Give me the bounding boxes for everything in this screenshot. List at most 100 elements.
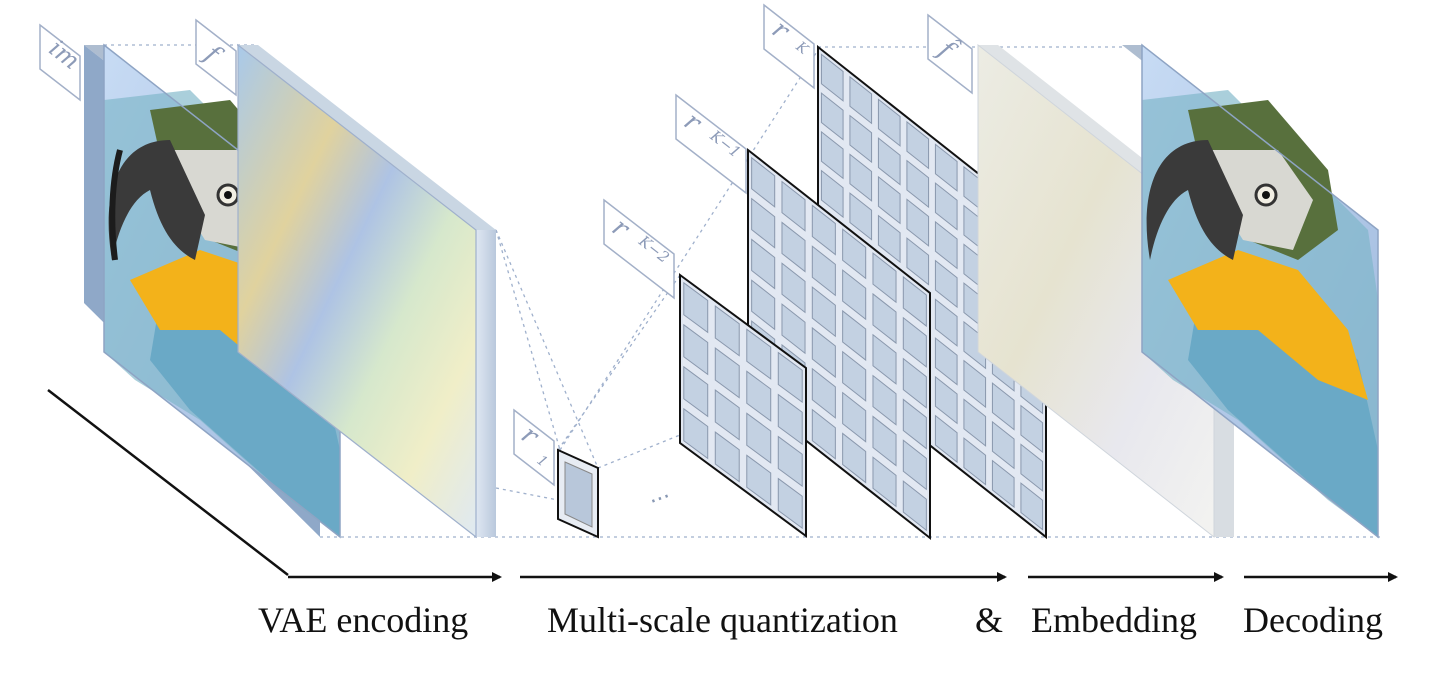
token-cell (746, 328, 772, 380)
token-cell (714, 347, 740, 399)
tag-r1: r 1 (513, 408, 555, 487)
token-cell (842, 432, 867, 484)
token-cell (811, 326, 836, 379)
token-cell (751, 197, 776, 249)
stage-vae-label: VAE encoding (258, 600, 468, 640)
token-cell (963, 359, 987, 409)
token-cell (872, 292, 897, 345)
token-cell (906, 159, 930, 209)
token-cell (714, 305, 740, 357)
token-cell (746, 370, 772, 422)
tag-rk: r K (763, 3, 815, 90)
token-cell (934, 414, 958, 464)
token-cell (842, 228, 867, 280)
token-cell (751, 238, 776, 290)
token-cell (714, 389, 740, 441)
token-cell (877, 175, 901, 225)
token-cell (877, 137, 901, 186)
token-cell (906, 237, 930, 286)
stage-decode-label: Decoding (1243, 600, 1383, 640)
token-cell (842, 309, 867, 362)
stage-quant-label: Multi-scale quantization (547, 600, 898, 640)
token-cell (820, 130, 844, 180)
token-cell (777, 393, 803, 446)
token-cell (934, 298, 958, 347)
token-cell (902, 316, 927, 368)
token-cell (781, 180, 806, 232)
token-cell (820, 53, 844, 102)
token-cell (777, 477, 803, 530)
token-cell (842, 350, 867, 402)
token-cell (1020, 482, 1044, 531)
token-cell (991, 420, 1015, 470)
token-cell (683, 407, 709, 460)
token-cell (781, 303, 806, 355)
token-cell (714, 431, 740, 483)
token-cell (902, 357, 927, 409)
decoded-image-slab (1122, 43, 1379, 539)
token-cell (1020, 443, 1044, 492)
token-cell (902, 275, 927, 328)
token-cell (991, 459, 1015, 509)
token-cell (872, 415, 897, 467)
token-cell (902, 439, 927, 491)
tag-f: f (195, 18, 237, 97)
token-cell (781, 262, 806, 314)
ground-line (47, 389, 289, 576)
token-cell (751, 279, 776, 331)
token-cell (781, 221, 806, 273)
ellipsis: ... (644, 478, 672, 509)
token-cell (842, 391, 867, 443)
token-cell (683, 323, 709, 376)
token-cell (872, 252, 897, 304)
token-cell (811, 245, 836, 297)
token-cell (934, 337, 958, 386)
token-cell (683, 365, 709, 418)
token-cell (751, 156, 776, 208)
token-cell (934, 143, 958, 192)
token-cell (877, 98, 901, 147)
token-cell (963, 437, 987, 486)
token-cell (872, 456, 897, 508)
token-cell (849, 192, 873, 241)
stage-amp-label: & (975, 600, 1003, 640)
tag-fhat: f̂ (927, 13, 973, 95)
token-cell (683, 281, 709, 334)
tag-rk1: r K−1 (675, 93, 747, 195)
token-cell (777, 435, 803, 488)
token-cell (1020, 404, 1044, 454)
token-cell (902, 480, 927, 532)
token-cell (777, 351, 803, 404)
token-cell (934, 375, 958, 425)
token-cell (906, 120, 930, 170)
token-cell (849, 75, 873, 125)
token-cell (934, 182, 958, 231)
tag-im: im (39, 23, 85, 102)
r1-token-map (557, 448, 599, 539)
token-cell (991, 382, 1015, 431)
token-cell (872, 374, 897, 426)
stage-embed-label: Embedding (1031, 600, 1197, 640)
token-cell (811, 286, 836, 338)
token-cell (820, 92, 844, 141)
token-cell (902, 398, 927, 450)
grid-rk2-frame (679, 273, 807, 538)
tag-rk2: r K−2 (603, 198, 675, 300)
token-cell (872, 333, 897, 385)
token-cell (877, 214, 901, 264)
token-cell (849, 114, 873, 164)
token-cell (820, 169, 844, 219)
feature-slab (237, 43, 496, 539)
token-cell (842, 269, 867, 321)
token-cell (906, 198, 930, 247)
token-cell (811, 408, 836, 460)
grid-rk2 (679, 273, 807, 538)
token-cell (934, 259, 958, 309)
token-cell (811, 204, 836, 256)
token-cell (963, 398, 987, 447)
token-cell (849, 153, 873, 202)
token-cell (746, 454, 772, 506)
token-cell (811, 367, 836, 419)
token-cell (746, 412, 772, 464)
